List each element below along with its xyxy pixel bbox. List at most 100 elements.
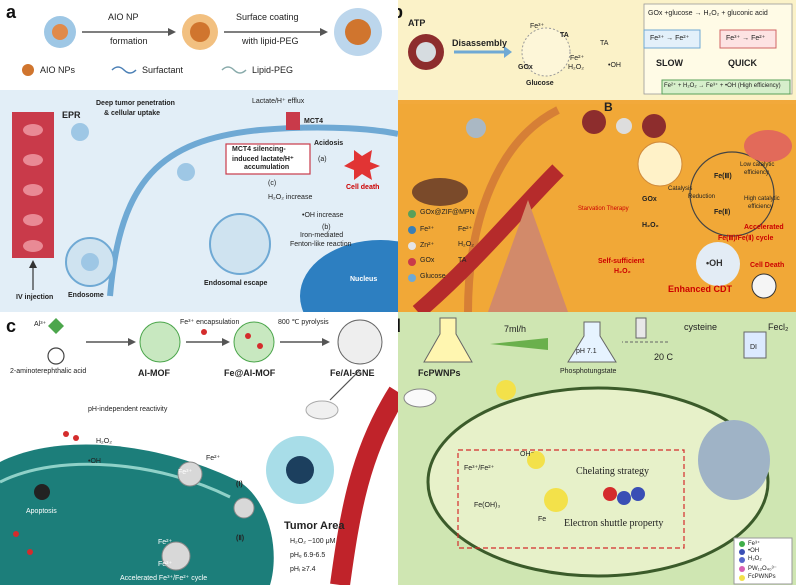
c-accel: Accelerated Fe³⁺/Fe²⁺ cycle [120,575,208,582]
d-rate: 7ml/h [504,324,527,334]
b-legend-3: Zn²⁺ [420,242,435,249]
oh-cloud [696,242,740,286]
a-silencing3: accumulation [244,164,290,171]
c-h2o2: H₂O₂ [96,438,112,445]
d-phos: Phosphotungstate [560,368,617,375]
panel-b-graphics [398,0,796,312]
b-high: High catalytic [744,196,780,202]
b-atp: ATP [408,18,426,28]
c-np-top [177,461,203,487]
b-catalysis: Catalysis [668,186,693,192]
d-fcpw: FcPWNPs [418,368,461,378]
b-enhanced: Enhanced CDT [668,284,733,294]
panel-letter-a: a [6,2,17,22]
b-blood-vessel [412,164,564,312]
gne-icon [337,319,383,365]
b-self2: H₂O₂ [614,268,631,275]
a-nucleus: Nucleus [350,276,378,283]
c-blood-vessel [330,386,398,585]
d-legend-3: PW₁₂O₄₀³⁻ [748,566,777,572]
b-legend-6: TA [458,257,467,264]
b-quick-box: Fe³⁺ → Fe²⁺ [726,35,766,42]
d-oh-minus: OH⁻ [520,451,535,458]
coated-np-icon [334,8,382,56]
cell-membrane [107,124,398,297]
c-apoptosis: Apoptosis [26,508,57,515]
b-gox: GOx [518,64,533,71]
cell-death-burst [344,150,380,180]
mouse-icon [403,388,437,408]
a-deep: Deep tumor penetration [96,100,175,107]
a-cell-death: Cell death [346,184,380,191]
d-ph: pH 7.1 [576,348,597,355]
a-iv: IV injection [16,294,54,301]
b-np-cell [637,141,683,187]
d-temp: 20 C [654,352,674,362]
panel-c-graphics [0,318,398,585]
d-nucleus [698,420,770,500]
a-legend-lipid: Lipid-PEG [252,65,294,75]
b-h2o2-c: H₂O₂ [642,222,659,229]
b-legend-5: GOx [420,257,435,264]
linker-molecule-icon [47,347,65,365]
tumor-tissue [488,200,568,312]
a-step2: Surface coating [236,12,299,22]
panel-d: d 7ml/h pH 7.1 20 C cysteine Fecl₂ DI Fc… [398,312,796,585]
c-oh: •OH [88,458,101,465]
b-fe3-c: Fe(Ⅲ) [714,173,732,180]
d-chel: Chelating strategy [576,466,650,477]
a-oh: •OH increase [302,212,344,219]
mouse-icon [412,178,468,206]
panel-d-graphics [403,317,793,585]
c-fe3-top: Fe³⁺ [178,469,193,476]
nucleus [300,240,398,312]
d-di: DI [750,344,757,351]
b-legend-0: GOx@ZIF@MPN [420,209,475,216]
b-fe3: Fe³⁺ [530,23,545,30]
a-h2o2: H₂O₂ increase [268,194,313,201]
d-cell [426,386,770,578]
fe-mof-icon [233,321,275,363]
panel-letter-d: d [398,316,401,337]
b-ta: TA [560,32,569,39]
panel-a: a [0,0,398,312]
a-legend-aio: AIO NPs [40,65,76,75]
b-quick: QUICK [728,58,757,68]
c-II: (Ⅱ) [236,535,245,542]
b-cell-membrane [464,106,560,312]
mechanism-box [457,449,685,549]
c-np-bottom [161,541,191,571]
d-fe: Fe [538,516,547,523]
al-mof-icon [139,321,181,363]
b-reduction: Reduction [688,194,716,200]
b-legend-4: H₂O₂ [458,241,474,248]
surfactant-legend-icon [111,66,137,74]
a-step1: AIO NP [108,12,139,22]
b-accel: Accelerated [744,224,784,231]
d-legend-2: H₂O₂ [748,556,762,562]
b-h2o2: H₂O₂ [568,64,584,71]
flask-phosphotungstate-icon [567,321,617,363]
mitochondria [744,130,792,162]
aio-np-cluster-icon [44,16,76,48]
d-legend-0: Fe³⁺ [748,541,761,547]
d-feoh: Fe(OH)₃ [474,502,501,509]
a-step2b: with lipid-PEG [242,36,299,46]
a-iron: Iron-mediated [300,232,344,239]
b-slow: SLOW [656,58,683,68]
c-gne: Fe/Al-GNE [330,368,375,378]
a-b-tag: (b) [322,224,331,231]
b-glucose: Glucose [526,80,554,87]
c-femof: Fe@Al-MOF [224,368,276,378]
c-tumor: Tumor Area [284,520,345,532]
a-mct4: MCT4 [304,118,324,125]
di-beaker-icon [743,331,767,359]
b-high2: efficiency [748,204,773,210]
a-a-tag: (a) [318,156,327,163]
d-legend-4: FcPWNPs [748,574,776,580]
panel-a-graphics [0,8,398,312]
c-fe2-bot: Fe²⁺ [158,539,173,546]
np-entering-icon [496,380,516,400]
a-deep2: & cellular uptake [104,110,161,117]
panel-letter-c: c [6,316,17,336]
